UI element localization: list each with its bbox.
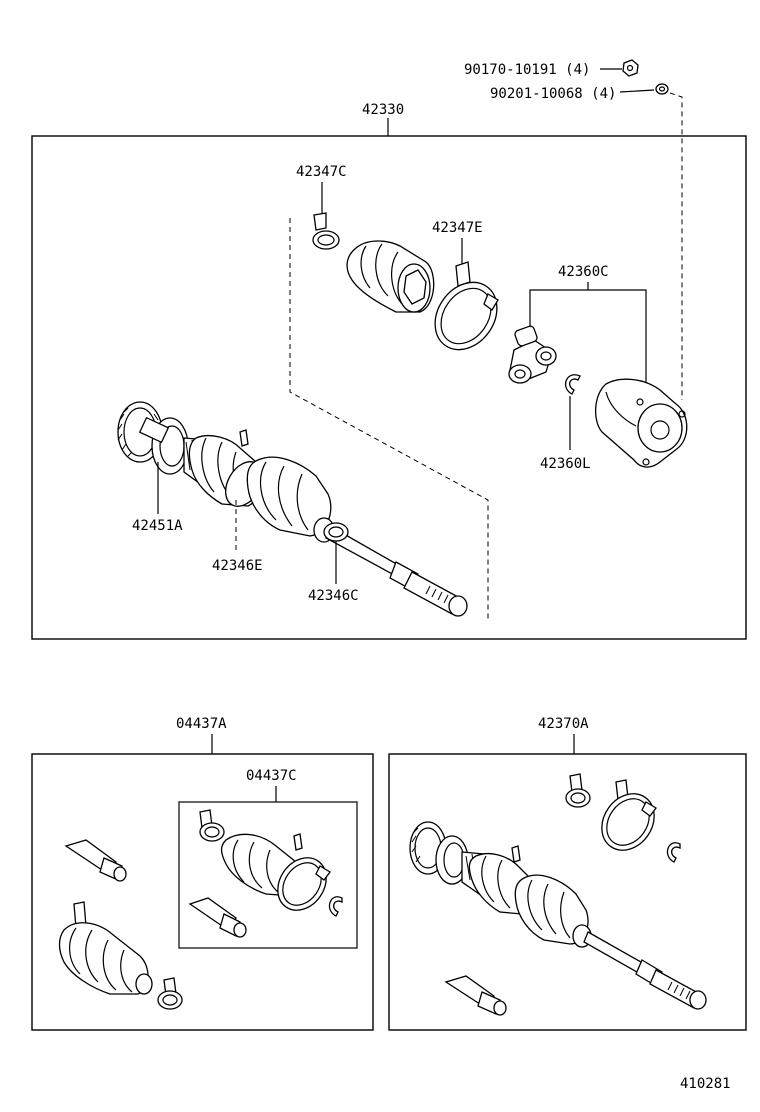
band-icon xyxy=(601,779,657,851)
label-42451A[interactable]: 42451A xyxy=(132,518,183,534)
clamp-icon xyxy=(312,212,340,250)
kit-shaft-frame xyxy=(388,753,747,1031)
kit-shaft-title[interactable]: 42370A xyxy=(538,716,589,732)
kit-42370A: 42370A xyxy=(388,716,747,1031)
inner-boot-icon xyxy=(346,240,435,313)
label-42360L[interactable]: 42360L xyxy=(540,456,591,472)
kit-boot-title[interactable]: 04437A xyxy=(176,716,227,732)
kit-boot-subtitle[interactable]: 04437C xyxy=(246,768,297,784)
nut-icon xyxy=(622,59,639,77)
clamp-icon xyxy=(323,522,349,542)
band-icon xyxy=(434,261,499,351)
kit-boot-subframe xyxy=(178,801,358,949)
label-nut[interactable]: 90170-10191 (4) xyxy=(464,62,590,78)
assembly-main-title[interactable]: 42330 xyxy=(362,102,404,118)
clamp-icon xyxy=(565,773,591,808)
outer-housing-icon xyxy=(595,378,688,468)
hardware-callouts: 90170-10191 (4) 90201-10068 (4) xyxy=(464,59,683,400)
figure-id: 410281 xyxy=(680,1076,731,1092)
label-42347E[interactable]: 42347E xyxy=(432,220,483,236)
snap-ring-icon xyxy=(328,896,343,917)
assembly-42330: 42330 42347C 42347E xyxy=(31,102,747,640)
grease-tube-icon xyxy=(64,839,127,882)
label-42346C[interactable]: 42346C xyxy=(308,588,359,604)
grease-tube-icon xyxy=(444,975,507,1016)
label-42360C[interactable]: 42360C xyxy=(558,264,609,280)
washer-icon xyxy=(655,83,669,95)
kit-04437A: 04437A 04437C xyxy=(31,716,374,1031)
grease-tube-icon xyxy=(188,897,247,938)
band-icon xyxy=(277,857,331,911)
drive-shaft-icon xyxy=(117,401,468,617)
drive-shaft-icon xyxy=(409,821,707,1010)
kit-boot-frame xyxy=(31,753,374,1031)
clamp-icon xyxy=(199,809,225,842)
snap-ring-icon xyxy=(666,842,681,863)
assembly-main-frame xyxy=(31,135,747,640)
boot-icon xyxy=(58,901,153,995)
label-washer[interactable]: 90201-10068 (4) xyxy=(490,86,616,102)
tripod-joint-icon xyxy=(508,325,557,384)
snap-ring-icon xyxy=(564,374,581,395)
label-42346E[interactable]: 42346E xyxy=(212,558,263,574)
label-42347C[interactable]: 42347C xyxy=(296,164,347,180)
clamp-icon xyxy=(157,977,183,1010)
